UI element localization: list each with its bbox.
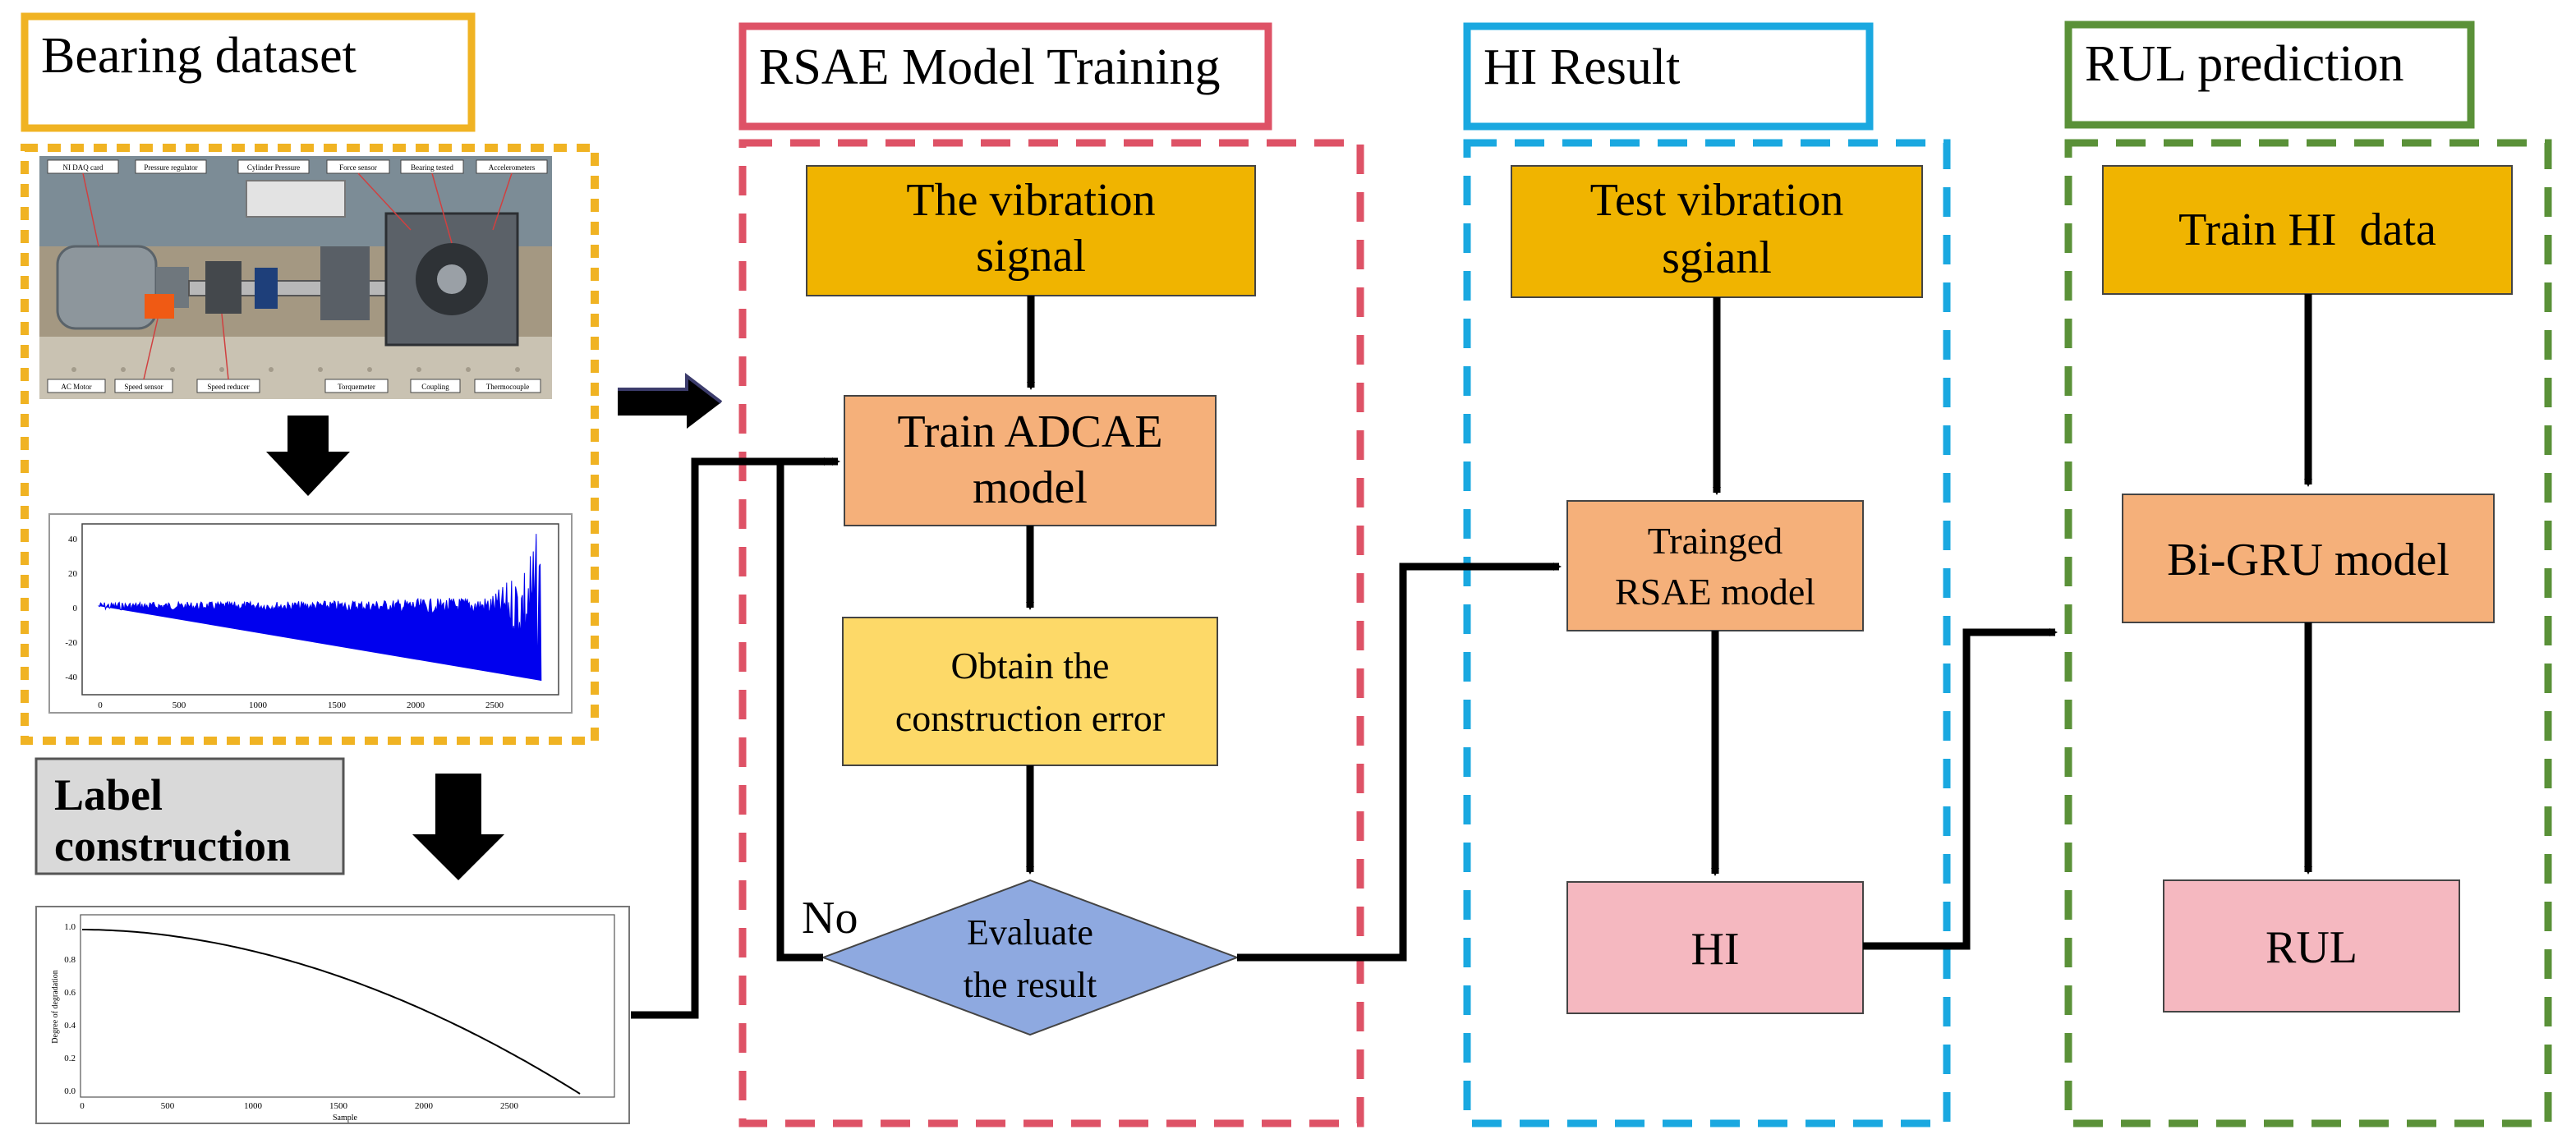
connector-hi-to-rul [1863, 628, 2058, 950]
hi-box-hi: HI [1566, 881, 1864, 1014]
rig-tag-top-2: Pressure regulator [144, 163, 197, 172]
label-ytick-0: 1.0 [64, 922, 76, 932]
rul-title: RUL prediction [2085, 36, 2404, 92]
label-ytick-2: 0.6 [64, 988, 76, 998]
training-title: RSAE Model Training [759, 39, 1221, 95]
signal-xtick-4: 2000 [407, 700, 426, 710]
rig-tag-top-1: NI DAQ card [63, 163, 104, 172]
dataset-title: Bearing dataset [41, 28, 356, 84]
rig-tag-bottom-6: Thermocouple [486, 383, 529, 391]
rig-tag-top-4: Force sensor [339, 163, 377, 172]
rig-tag-bottom-4: Torquemeter [338, 383, 375, 391]
label-ytick-3: 0.4 [64, 1021, 76, 1031]
training-box-train-adcae: Train ADCAE model [844, 395, 1217, 526]
label-xtick-2: 1000 [244, 1101, 263, 1111]
signal-xtick-1: 500 [172, 700, 186, 710]
signal-waveform [98, 534, 542, 682]
training-frame [738, 139, 1364, 1127]
hi-box1-line1: Test vibration [1590, 175, 1844, 226]
vibration-signal-plot: 40 20 0 -20 -40 0 500 1000 1500 2000 2500 [48, 513, 573, 714]
connector-no-feedback [776, 457, 840, 962]
degradation-curve [82, 929, 581, 1095]
rul-box-bigru: Bi-GRU model [2122, 494, 2495, 623]
rul-frame [2064, 139, 2552, 1127]
hi-box2-line2: RSAE model [1615, 571, 1815, 613]
training-box-construction-error: Obtain the construction error [842, 617, 1218, 766]
diamond-line2: the result [964, 965, 1097, 1005]
signal-xtick-2: 1000 [249, 700, 268, 710]
degradation-ylabel: Degree of degradation [51, 970, 60, 1043]
rul-box3-label: RUL [2266, 922, 2358, 973]
training-title-box: RSAE Model Training [738, 22, 1272, 131]
signal-ytick-3: -20 [65, 638, 77, 648]
training-box1-line1: The vibration [906, 175, 1155, 226]
test-rig-photo: NI DAQ card Pressure regulator Cylinder … [39, 156, 552, 399]
label-xtick-1: 500 [161, 1101, 175, 1111]
signal-ytick-4: -40 [65, 673, 77, 682]
hi-title-box: HI Result [1463, 22, 1874, 131]
label-xtick-4: 2000 [415, 1101, 434, 1111]
signal-xtick-5: 2500 [485, 700, 504, 710]
rul-box-rul: RUL [2163, 879, 2460, 1013]
rul-box2-label: Bi-GRU model [2167, 535, 2450, 585]
signal-xtick-3: 1500 [328, 700, 347, 710]
rig-tag-top-6: Accelerometers [489, 163, 536, 172]
rig-tag-top-5: Bearing tested [411, 163, 453, 172]
label-ytick-5: 0.0 [64, 1086, 76, 1096]
rig-tag-top-3: Cylinder Pressure [247, 163, 300, 172]
hi-title: HI Result [1484, 39, 1680, 95]
training-box-vibration-signal: The vibration signal [806, 165, 1256, 296]
dataset-frame [21, 144, 599, 745]
rig-tag-bottom-3: Speed reducer [207, 383, 249, 391]
hi-box-test-vibration: Test vibration sgianl [1511, 165, 1923, 298]
hi-box-trained-rsae: Trainged RSAE model [1566, 500, 1864, 631]
training-box3-line1: Obtain the [951, 645, 1110, 687]
label-ytick-4: 0.2 [64, 1054, 76, 1063]
training-box2-line2: model [973, 462, 1088, 513]
hi-box1-line2: sgianl [1662, 232, 1772, 283]
connector-label-to-train [631, 457, 832, 1019]
label-construction-line2: construction [54, 821, 291, 870]
signal-ytick-1: 20 [68, 569, 78, 579]
training-box2-line1: Train ADCAE [897, 406, 1162, 457]
diamond-line1: Evaluate [967, 912, 1093, 953]
signal-ytick-0: 40 [68, 535, 78, 544]
label-construction-line1: Label [54, 770, 163, 820]
arrow-signal-to-label [412, 774, 504, 880]
dataset-title-box: Bearing dataset [21, 12, 476, 132]
connector-evaluate-to-hi [1237, 563, 1562, 962]
training-diamond-evaluate: Evaluate the result [821, 879, 1240, 1036]
label-xtick-5: 2500 [500, 1101, 519, 1111]
training-box3-line2: construction error [895, 697, 1165, 739]
hi-frame [1463, 139, 1951, 1127]
label-xtick-3: 1500 [329, 1101, 348, 1111]
signal-ytick-2: 0 [73, 604, 78, 613]
no-label: No [802, 893, 858, 944]
label-xtick-0: 0 [80, 1101, 85, 1111]
arrow-dataset-to-training [618, 376, 721, 429]
rig-tag-bottom-2: Speed sensor [124, 383, 163, 391]
training-box1-line2: signal [976, 231, 1086, 282]
rul-box1-label: Train HI data [2178, 204, 2436, 255]
arrow-photo-to-signal [266, 416, 350, 496]
rig-tag-bottom-5: Coupling [421, 383, 449, 391]
rul-box-train-hi: Train HI data [2102, 165, 2513, 295]
signal-xtick-0: 0 [98, 700, 103, 710]
degradation-xlabel: Sample [333, 1114, 358, 1123]
hi-box3-label: HI [1690, 924, 1739, 975]
hi-box2-line1: Trainged [1648, 520, 1782, 562]
label-construction-box: Label construction [34, 757, 345, 875]
rig-tag-bottom-1: AC Motor [61, 383, 91, 391]
label-ytick-1: 0.8 [64, 955, 76, 965]
rul-title-box: RUL prediction [2064, 21, 2475, 129]
